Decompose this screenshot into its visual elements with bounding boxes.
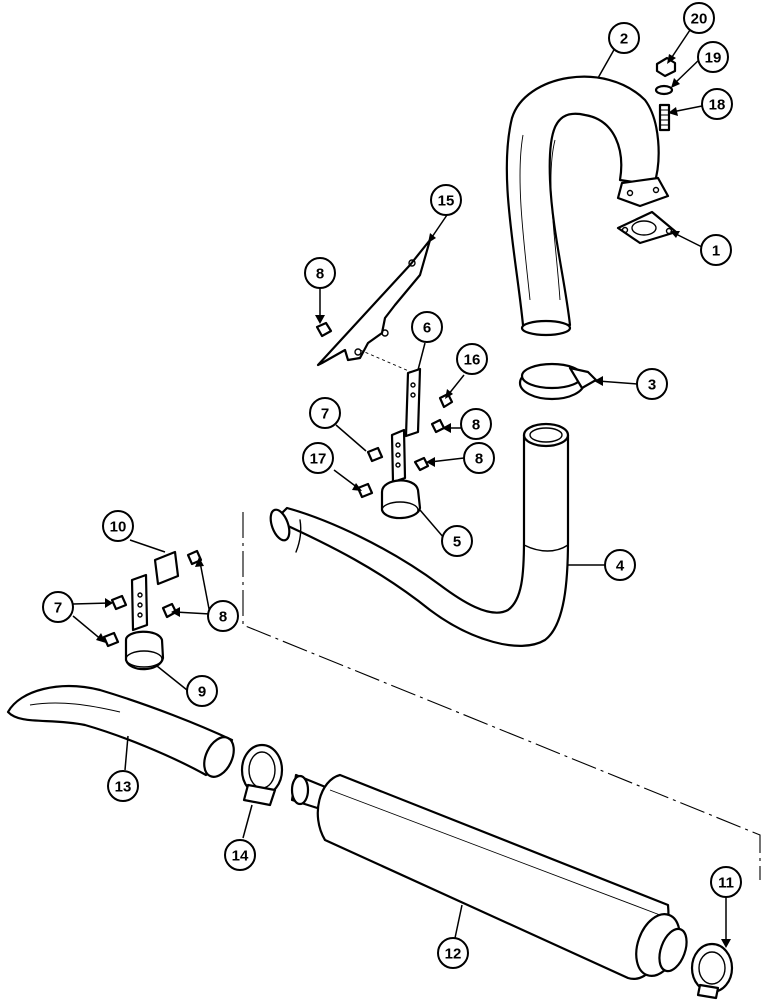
callout-label: 7 xyxy=(54,600,62,617)
callout-8-right-lower: 8 xyxy=(463,442,495,474)
callout-15: 15 xyxy=(430,184,462,216)
callout-label: 2 xyxy=(620,31,628,48)
callout-18: 18 xyxy=(701,88,733,120)
callout-11: 11 xyxy=(710,866,742,898)
callout-3: 3 xyxy=(636,368,668,400)
callout-label: 12 xyxy=(445,946,462,963)
stud-washer-nut xyxy=(654,56,677,132)
callout-label: 11 xyxy=(718,875,734,892)
callout-label: 8 xyxy=(316,266,324,283)
callout-5: 5 xyxy=(441,525,473,557)
callout-2: 2 xyxy=(608,22,640,54)
callout-16: 16 xyxy=(456,343,488,375)
alignment-frame xyxy=(242,512,761,880)
callout-label: 16 xyxy=(464,352,481,369)
callout-label: 20 xyxy=(691,11,708,28)
muffler-hanger-bracket xyxy=(102,549,203,671)
callout-label: 15 xyxy=(438,193,455,210)
callout-8-left: 8 xyxy=(207,600,239,632)
lower-j-pipe xyxy=(269,422,570,647)
callout-8-top: 8 xyxy=(304,257,336,289)
callout-17: 17 xyxy=(302,442,334,474)
callout-label: 3 xyxy=(648,377,656,394)
muffler-outlet-clamp xyxy=(690,942,734,1000)
callout-label: 9 xyxy=(198,684,206,701)
muffler xyxy=(290,773,688,980)
callout-label: 6 xyxy=(423,320,431,337)
callout-label: 13 xyxy=(115,779,132,796)
callout-12: 12 xyxy=(437,937,469,969)
mounting-strap xyxy=(404,367,454,438)
callout-1: 1 xyxy=(700,234,732,266)
tail-pipe xyxy=(6,685,235,778)
callout-label: 10 xyxy=(110,519,127,536)
callout-label: 17 xyxy=(310,451,327,468)
callout-label: 8 xyxy=(472,417,480,434)
callout-label: 4 xyxy=(616,558,625,575)
callout-9: 9 xyxy=(186,675,218,707)
callout-label: 5 xyxy=(453,534,461,551)
tail-pipe-clamp xyxy=(240,743,284,807)
callout-14: 14 xyxy=(224,839,256,871)
callout-8-right-upper: 8 xyxy=(460,408,492,440)
callout-label: 8 xyxy=(475,451,483,468)
callout-10: 10 xyxy=(102,510,134,542)
callout-label: 7 xyxy=(321,406,329,423)
callout-7-lower: 7 xyxy=(42,591,74,623)
callout-7-upper: 7 xyxy=(309,397,341,429)
callout-label: 14 xyxy=(232,848,249,865)
callout-label: 1 xyxy=(712,243,720,260)
leader-lines xyxy=(72,23,731,948)
callout-19: 19 xyxy=(697,41,729,73)
callout-4: 4 xyxy=(604,549,636,581)
callout-6: 6 xyxy=(411,311,443,343)
support-bracket-plate xyxy=(316,238,432,376)
band-clamp xyxy=(518,362,598,401)
callout-13: 13 xyxy=(107,770,139,802)
callout-20: 20 xyxy=(683,2,715,34)
hanger-clamp xyxy=(315,321,446,520)
callout-label: 8 xyxy=(219,609,227,626)
callout-label: 18 xyxy=(709,97,726,114)
upper-elbow-pipe xyxy=(505,75,670,337)
callout-label: 19 xyxy=(705,50,722,67)
flange-gasket xyxy=(616,210,678,245)
